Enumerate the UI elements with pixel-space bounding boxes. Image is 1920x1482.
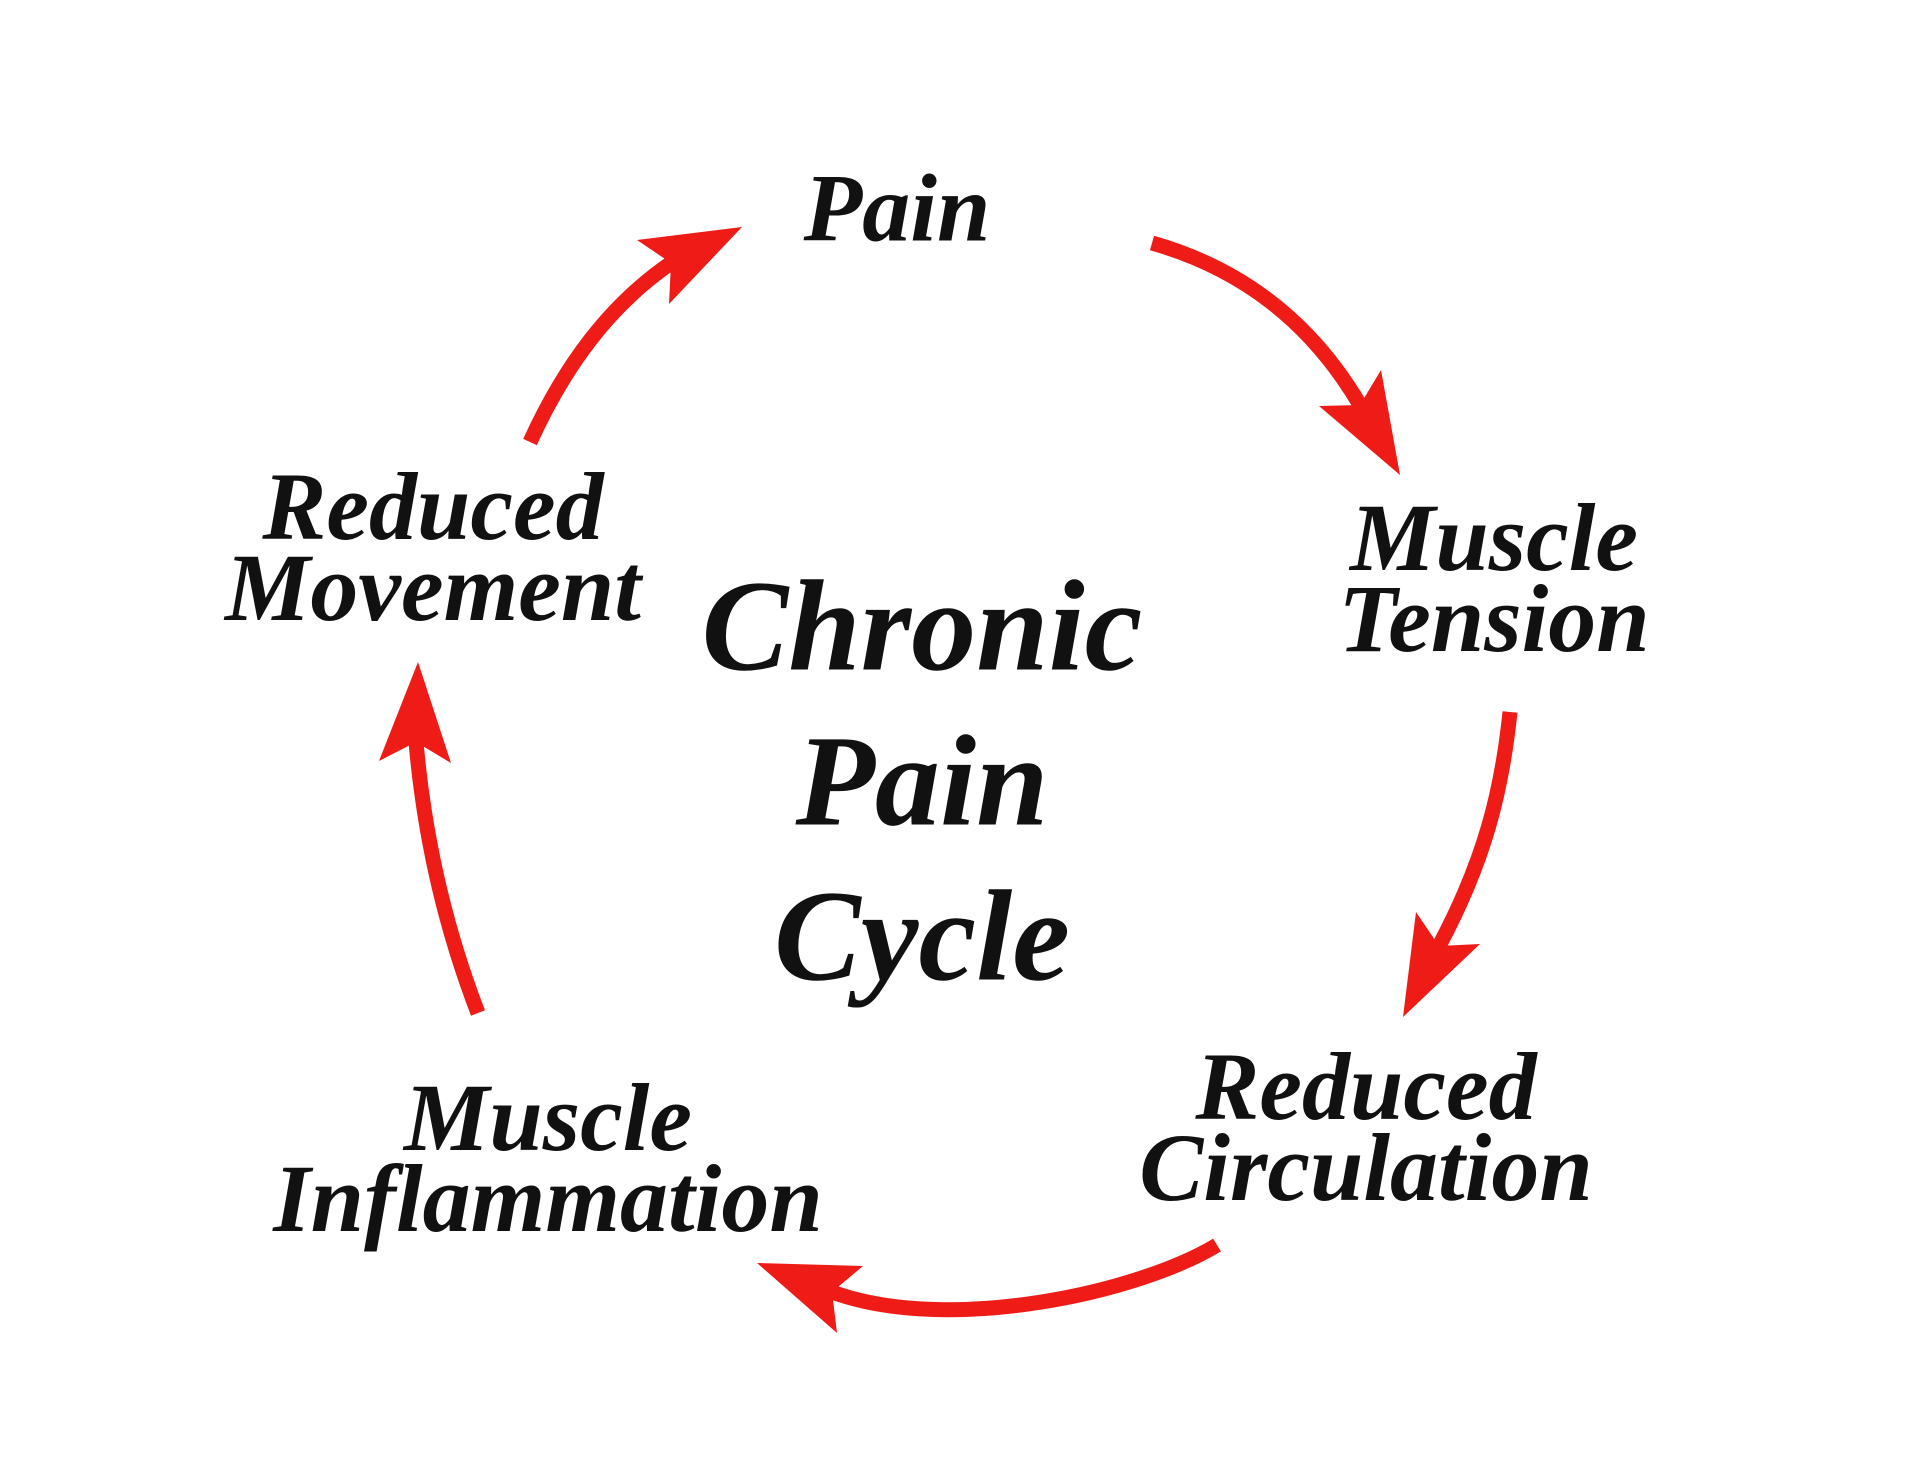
- arrow-reduced-movement-to-pain: [523, 227, 742, 446]
- arrow-pain-to-muscle-tension: [1149, 235, 1400, 475]
- diagram-title-line2: Pain: [795, 709, 1049, 854]
- node-reduced-movement-line2: Movement: [225, 534, 641, 641]
- arrow-muscle-inflammation-to-reduced-movement: [379, 662, 486, 1016]
- node-muscle-inflammation-label: Muscle Inflammation: [273, 1064, 823, 1252]
- node-pain-text: Pain: [803, 154, 991, 262]
- node-muscle-inflammation-line1: Muscle: [404, 1064, 692, 1171]
- diagram-title: Chronic Pain Cycle: [702, 550, 1143, 1015]
- node-reduced-circulation-label: Reduced Circulation: [1139, 1033, 1593, 1221]
- node-muscle-tension-line2: Tension: [1338, 565, 1650, 672]
- node-muscle-inflammation-line2: Inflammation: [273, 1145, 823, 1252]
- arrow-muscle-tension-to-reduced-circulation: [1403, 711, 1518, 1017]
- node-muscle-tension-label: Muscle Tension: [1338, 484, 1650, 672]
- diagram-title-line3: Cycle: [774, 864, 1070, 1009]
- node-reduced-circulation-line1: Reduced: [1195, 1033, 1537, 1140]
- node-reduced-movement-label: Reduced Movement: [225, 453, 641, 641]
- diagram-title-line1: Chronic: [701, 554, 1143, 699]
- node-reduced-circulation-line2: Circulation: [1139, 1114, 1593, 1221]
- arrow-reduced-circulation-to-muscle-inflammation: [757, 1238, 1221, 1333]
- node-pain-label: Pain: [803, 154, 991, 262]
- node-reduced-movement-line1: Reduced: [262, 453, 604, 560]
- node-muscle-tension-line1: Muscle: [1350, 484, 1638, 591]
